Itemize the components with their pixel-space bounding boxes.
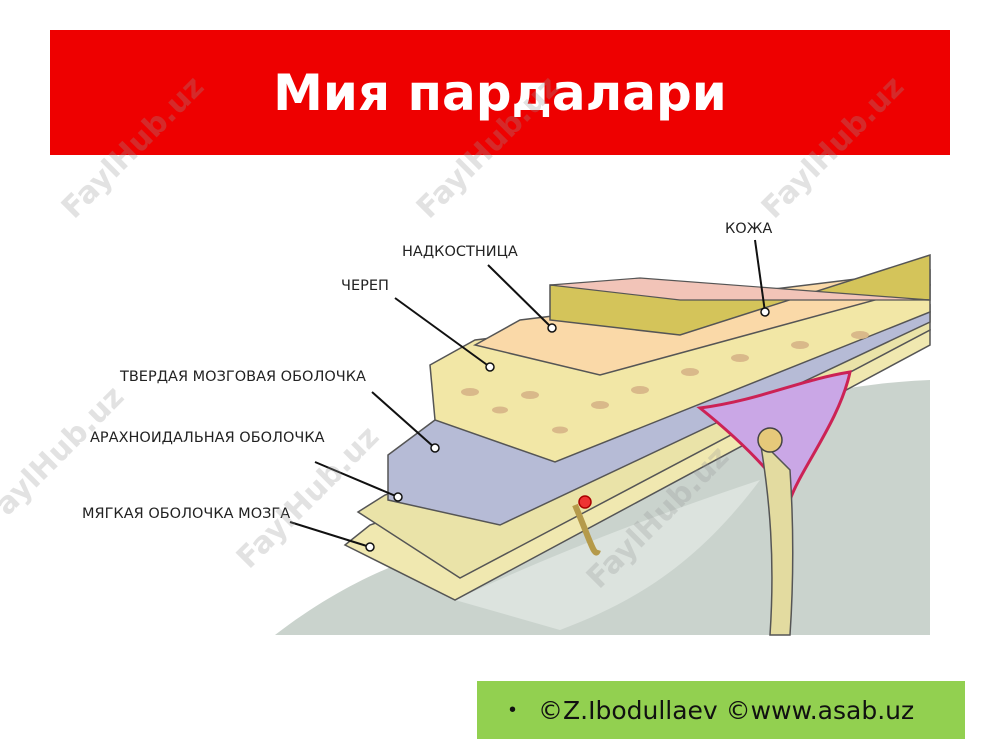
bullet-point: • bbox=[509, 698, 517, 721]
page-title: Мия пардалари bbox=[273, 63, 727, 122]
blood-vessel bbox=[578, 495, 592, 509]
title-banner: Мия пардалари bbox=[50, 30, 950, 155]
copyright-footer: • ©Z.Ibodullaev ©www.asab.uz bbox=[477, 681, 965, 739]
label-pia: МЯГКАЯ ОБОЛОЧКА МОЗГА bbox=[82, 506, 290, 522]
label-arachnoid: АРАХНОИДАЛЬНАЯ ОБОЛОЧКА bbox=[90, 430, 325, 446]
label-periosteum: НАДКОСТНИЦА bbox=[402, 244, 518, 260]
skull-layer bbox=[429, 284, 931, 463]
copyright-text: ©Z.Ibodullaev ©www.asab.uz bbox=[538, 695, 915, 725]
arachnoid-granulation bbox=[757, 427, 783, 453]
label-skull: ЧЕРЕП bbox=[341, 278, 389, 294]
label-skin: КОЖА bbox=[725, 221, 772, 237]
label-dura: ТВЕРДАЯ МОЗГОВАЯ ОБОЛОЧКА bbox=[119, 369, 366, 385]
